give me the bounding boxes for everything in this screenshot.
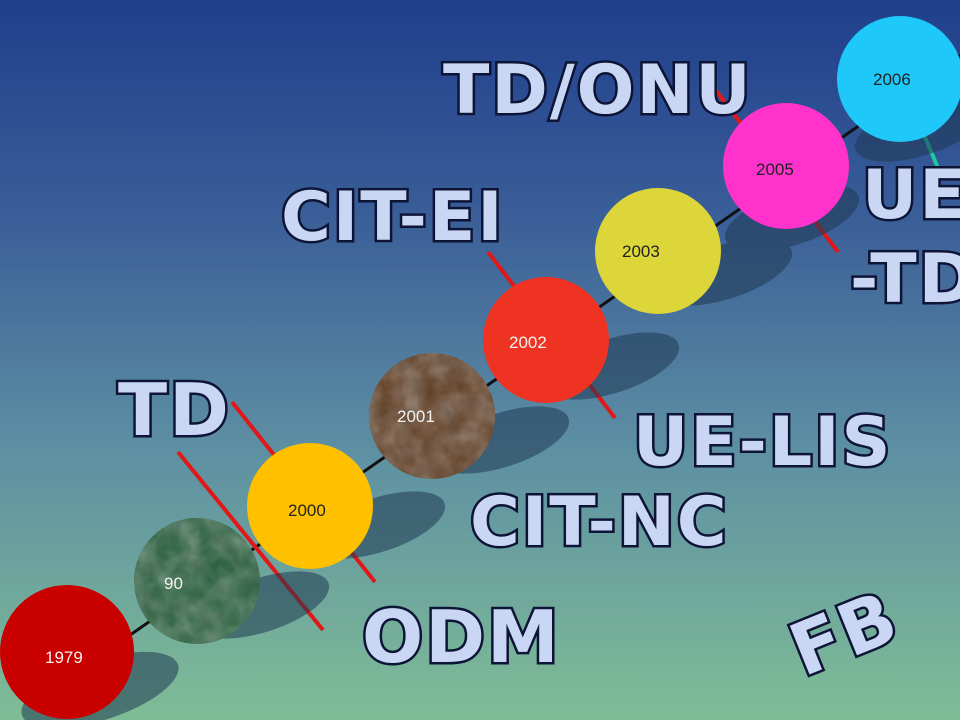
label-cit-nc: CIT-NC — [470, 483, 729, 562]
label-fb: FB — [778, 574, 910, 692]
label-cit-ei: CIT-EI — [281, 178, 505, 257]
label-odm: ODM — [362, 595, 561, 679]
label-ue: UE — [862, 156, 960, 235]
milestone-2001: 2001 — [369, 353, 495, 479]
label-td-onu: TD/ONU — [443, 51, 753, 130]
milestone-year: 90 — [164, 574, 183, 593]
milestone-90: 90 — [134, 518, 260, 644]
milestone-year: 2000 — [288, 501, 326, 520]
marble-texture — [369, 353, 495, 479]
milestone-2003: 2003 — [595, 188, 721, 314]
milestone-year: 2003 — [622, 242, 660, 261]
milestone-2006: 2006 — [837, 16, 960, 142]
label-ue-lis: UE-LIS — [633, 403, 893, 482]
milestone-1979: 1979 — [0, 585, 134, 719]
label-td: TD — [118, 368, 231, 452]
milestone-year: 2002 — [509, 333, 547, 352]
label-td-suffix: -TD — [850, 240, 960, 319]
marble-texture — [134, 518, 260, 644]
milestone-year: 1979 — [45, 648, 83, 667]
milestone-year: 2005 — [756, 160, 794, 179]
milestone-year: 2006 — [873, 70, 911, 89]
milestone-2005: 2005 — [723, 103, 849, 229]
milestone-2000: 2000 — [247, 443, 373, 569]
milestone-year: 2001 — [397, 407, 435, 426]
milestone-2002: 2002 — [483, 277, 609, 403]
